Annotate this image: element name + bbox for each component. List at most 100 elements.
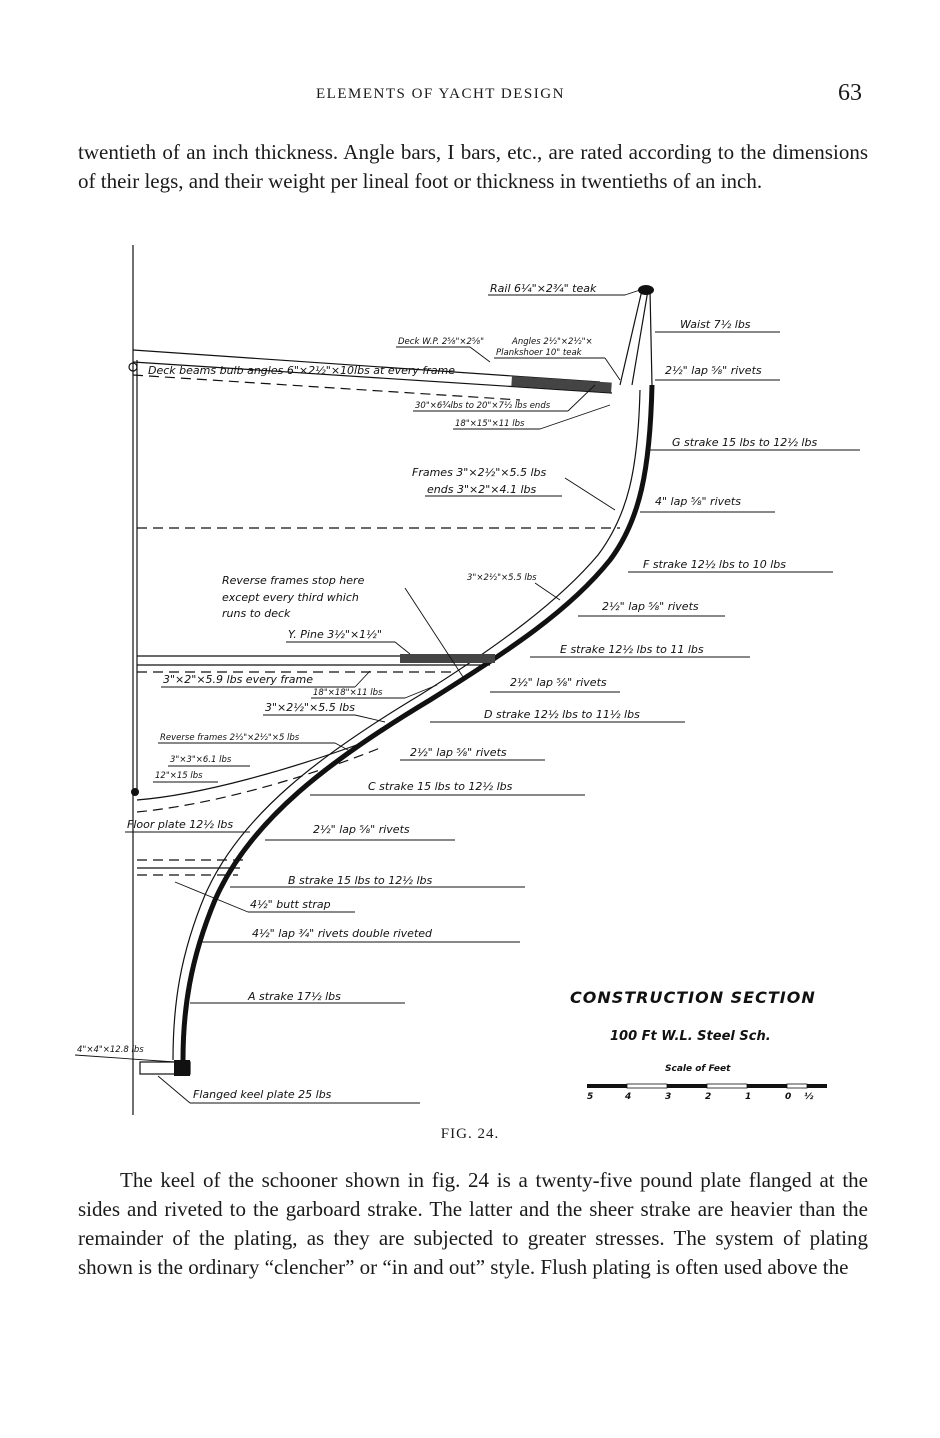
svg-text:4½" lap ¾" rivets double rivet: 4½" lap ¾" rivets double riveted (252, 927, 433, 940)
svg-text:runs to deck: runs to deck (222, 607, 291, 620)
svg-text:Angles 2½"×2½"×: Angles 2½"×2½"× (511, 337, 593, 347)
svg-text:Plankshoer 10" teak: Plankshoer 10" teak (496, 348, 583, 358)
label-lap-f: 2½" lap ⅝" rivets (578, 600, 725, 617)
page-header: ELEMENTS OF YACHT DESIGN 63 (0, 80, 940, 112)
figure-caption: FIG. 24. (440, 1126, 500, 1142)
svg-text:except every third which: except every third which (222, 591, 359, 604)
label-keel-plate: Flanged keel plate 25 lbs (157, 1075, 420, 1104)
svg-text:12"×15 lbs: 12"×15 lbs (155, 771, 203, 781)
figure-title: CONSTRUCTION SECTION (570, 988, 816, 1007)
label-lap-c: 2½" lap ⅝" rivets (265, 823, 455, 841)
svg-text:2½" lap ⅝" rivets: 2½" lap ⅝" rivets (410, 746, 507, 759)
svg-text:Rail 6¼"×2¾" teak: Rail 6¼"×2¾" teak (490, 282, 597, 295)
label-reverse-frames: Reverse frames 2½"×2½"×5 lbs (158, 733, 349, 751)
label-frames: Frames 3"×2½"×5.5 lbs ends 3"×2"×4.1 lbs (412, 466, 616, 511)
label-waist: Waist 7½ lbs (655, 318, 780, 333)
label-reverse-stop: Reverse frames stop here except every th… (222, 574, 466, 681)
svg-text:3: 3 (665, 1092, 671, 1102)
bulwark-stay (619, 289, 643, 386)
running-head: ELEMENTS OF YACHT DESIGN (316, 86, 565, 102)
svg-text:D strake 12½ lbs to 11½ lbs: D strake 12½ lbs to 11½ lbs (484, 708, 640, 721)
label-e-strake: E strake 12½ lbs to 11 lbs (530, 643, 750, 658)
deck-line (132, 361, 613, 394)
label-a-strake: A strake 17½ lbs (190, 990, 405, 1004)
svg-text:0: 0 (785, 1092, 791, 1102)
deck-line-upper (132, 349, 601, 383)
svg-text:Waist 7½ lbs: Waist 7½ lbs (680, 318, 751, 331)
svg-text:4½" butt strap: 4½" butt strap (250, 898, 331, 911)
svg-text:3"×3"×6.1 lbs: 3"×3"×6.1 lbs (170, 755, 232, 765)
bulwark-plate (649, 289, 653, 386)
svg-text:5: 5 (587, 1092, 593, 1102)
svg-text:2: 2 (705, 1092, 711, 1102)
label-bracket: 18"×15"×11 lbs (453, 404, 611, 430)
svg-text:A strake 17½ lbs: A strake 17½ lbs (247, 990, 341, 1003)
svg-text:2½" lap ⅝" rivets: 2½" lap ⅝" rivets (510, 676, 607, 689)
paragraph-top: twentieth of an inch thickness. Angle ba… (78, 140, 868, 193)
scale-label: Scale of Feet (665, 1064, 731, 1074)
label-angles: Angles 2½"×2½"× Plankshoer 10" teak (494, 337, 621, 381)
scale-bar: 5 4 3 2 1 0 ½ (587, 1083, 827, 1102)
svg-text:3"×2½"×5.5 lbs: 3"×2½"×5.5 lbs (467, 573, 537, 583)
svg-text:3"×2"×5.9 lbs every frame: 3"×2"×5.9 lbs every frame (163, 673, 313, 686)
svg-text:4" lap ⅝" rivets: 4" lap ⅝" rivets (655, 495, 741, 508)
svg-text:18"×18"×11 lbs: 18"×18"×11 lbs (313, 688, 383, 698)
label-deck-beams: Deck beams bulb angles 6"×2½"×10lbs at e… (148, 364, 455, 377)
svg-text:Frames 3"×2½"×5.5 lbs: Frames 3"×2½"×5.5 lbs (412, 466, 547, 479)
svg-text:Flanged keel plate 25 lbs: Flanged keel plate 25 lbs (193, 1088, 332, 1101)
label-keel-angle: 4"×4"×12.8 lbs (74, 1045, 176, 1063)
svg-text:30"×6¾lbs to 20"×7½ lbs ends: 30"×6¾lbs to 20"×7½ lbs ends (415, 401, 551, 411)
label-angle-floor: 3"×3"×6.1 lbs 12"×15 lbs (153, 755, 250, 783)
label-floor-plate: Floor plate 12½ lbs (125, 818, 250, 833)
deck-planking (511, 376, 612, 393)
svg-text:2½" lap ⅝" rivets: 2½" lap ⅝" rivets (665, 364, 762, 377)
label-c-strake: C strake 15 lbs to 12½ lbs (310, 780, 585, 796)
floor-line (136, 739, 371, 801)
label-butt-strap: 4½" butt strap (174, 881, 355, 913)
label-y-pine: Y. Pine 3½"×1½" (286, 628, 411, 655)
svg-text:Y. Pine 3½"×1½": Y. Pine 3½"×1½" (288, 628, 382, 641)
deck-beam-line (132, 374, 521, 401)
bulwark-stay-2 (631, 289, 649, 386)
label-d-strake: D strake 12½ lbs to 11½ lbs (430, 708, 685, 723)
label-deck-wp: Deck W.P. 2⅝"×2⅝" (396, 337, 491, 363)
svg-text:C strake 15 lbs to 12½ lbs: C strake 15 lbs to 12½ lbs (368, 780, 513, 793)
label-beam-knee: 30"×6¾lbs to 20"×7½ lbs ends (413, 384, 596, 412)
label-g-strake: G strake 15 lbs to 12½ lbs (650, 436, 860, 451)
svg-text:Deck beams bulb angles 6"×2½"×: Deck beams bulb angles 6"×2½"×10lbs at e… (148, 364, 455, 377)
svg-text:18"×15"×11 lbs: 18"×15"×11 lbs (455, 419, 525, 429)
svg-text:Reverse frames 2½"×2½"×5 lbs: Reverse frames 2½"×2½"×5 lbs (160, 733, 300, 743)
pillar-head-icon (128, 362, 138, 372)
svg-text:2½" lap ⅝" rivets: 2½" lap ⅝" rivets (313, 823, 410, 836)
label-frame-low: 3"×2½"×5.5 lbs (263, 701, 386, 723)
svg-text:F strake 12½ lbs to 10 lbs: F strake 12½ lbs to 10 lbs (643, 558, 786, 571)
svg-text:E strake 12½ lbs to 11 lbs: E strake 12½ lbs to 11 lbs (560, 643, 704, 656)
svg-text:Floor plate 12½ lbs: Floor plate 12½ lbs (127, 818, 233, 831)
svg-text:½: ½ (804, 1092, 814, 1102)
svg-text:4"×4"×12.8 lbs: 4"×4"×12.8 lbs (77, 1045, 144, 1055)
svg-text:1: 1 (745, 1092, 751, 1102)
frame-line (172, 389, 641, 1061)
page-number: 63 (838, 80, 862, 106)
label-lap-sheer: 2½" lap ⅝" rivets (655, 364, 780, 381)
rail-icon (638, 285, 654, 295)
figure-subtitle: 100 Ft W.L. Steel Sch. (610, 1029, 771, 1044)
label-f-strake: F strake 12½ lbs to 10 lbs (628, 558, 833, 573)
label-b-strake: B strake 15 lbs to 12½ lbs (230, 874, 525, 888)
label-lap-d: 2½" lap ⅝" rivets (400, 746, 545, 761)
svg-text:2½" lap ⅝" rivets: 2½" lap ⅝" rivets (602, 600, 699, 613)
label-lap-4: 4" lap ⅝" rivets (640, 495, 775, 513)
svg-text:ends 3"×2"×4.1 lbs: ends 3"×2"×4.1 lbs (427, 483, 537, 496)
label-frame-mid: 3"×2½"×5.5 lbs (467, 573, 561, 601)
svg-text:Deck W.P. 2⅝"×2⅝": Deck W.P. 2⅝"×2⅝" (398, 337, 484, 347)
svg-text:Reverse frames stop here: Reverse frames stop here (222, 574, 365, 587)
svg-text:4: 4 (624, 1092, 631, 1102)
lower-deck-planking (400, 654, 495, 663)
label-rail: Rail 6¼"×2¾" teak (488, 282, 641, 296)
keel-angle-shape (174, 1060, 190, 1076)
label-lap-e: 2½" lap ⅝" rivets (490, 676, 620, 693)
pillar-foot-icon (131, 788, 139, 796)
hull-shell (180, 384, 655, 1061)
svg-text:3"×2½"×5.5 lbs: 3"×2½"×5.5 lbs (265, 701, 355, 714)
